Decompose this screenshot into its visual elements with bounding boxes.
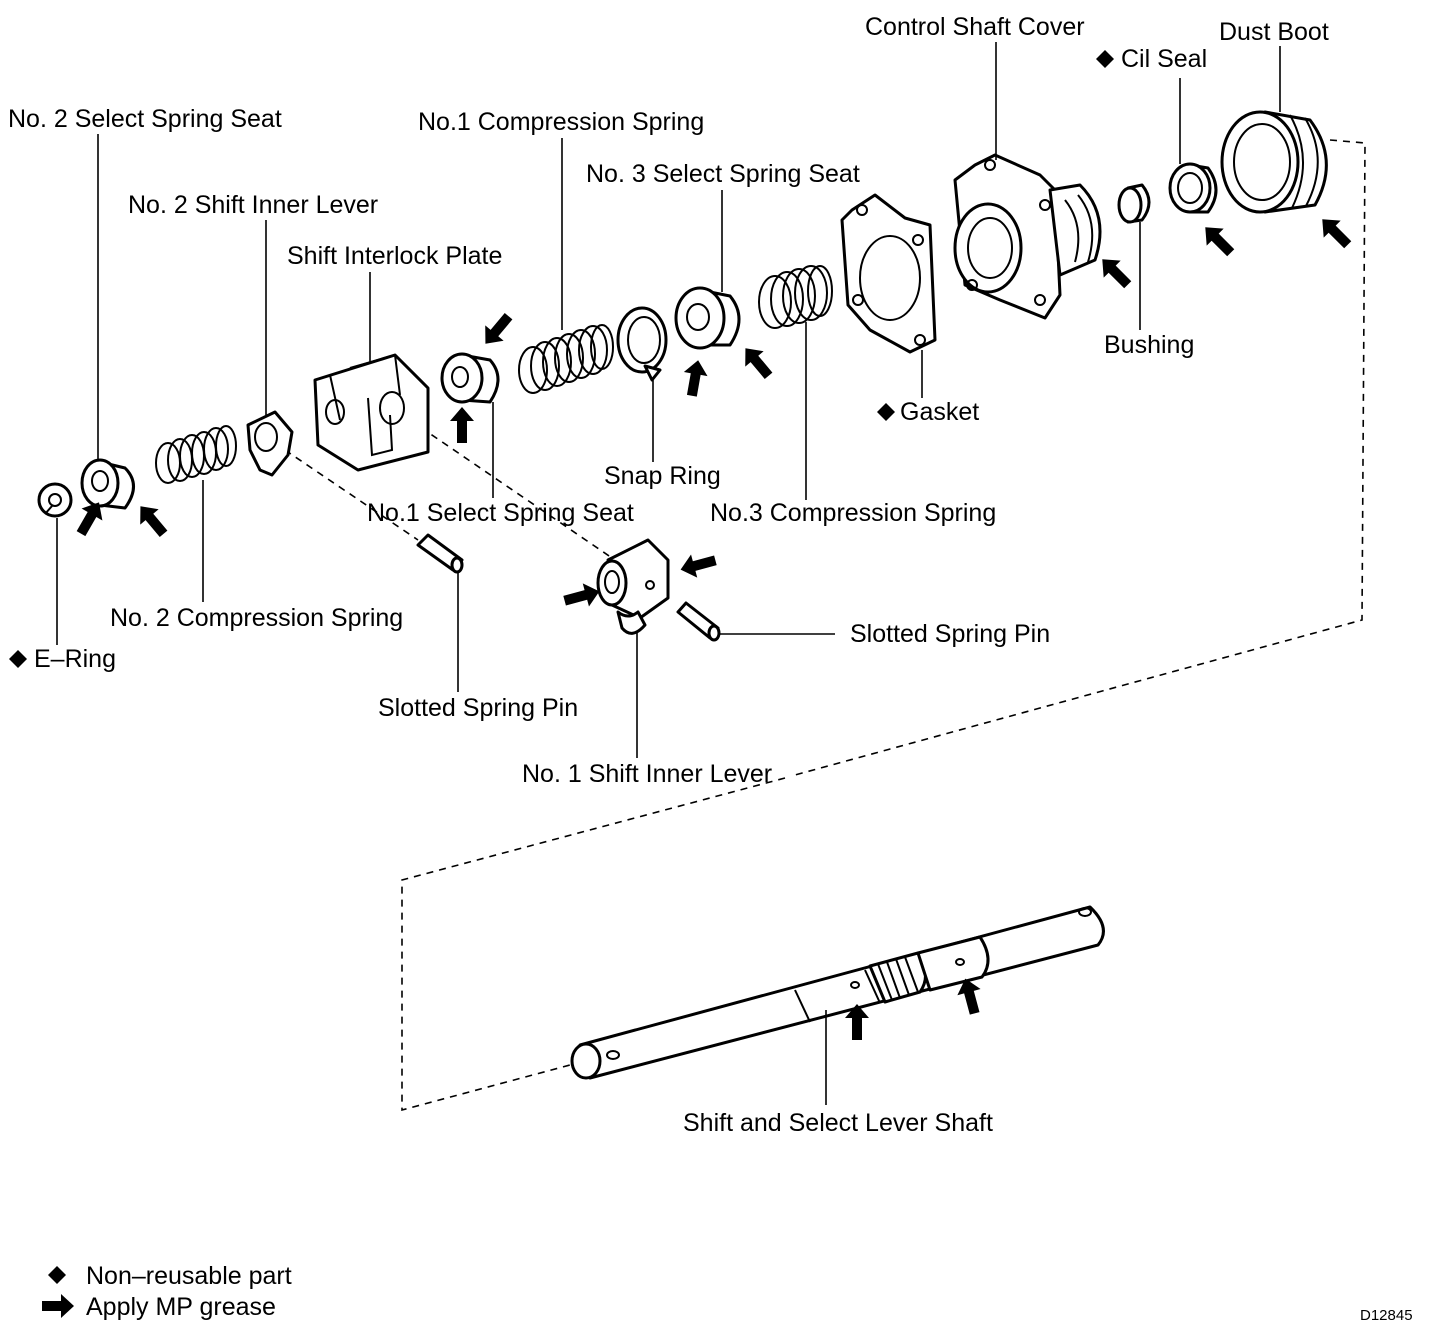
snap-ring-part bbox=[616, 306, 668, 382]
legend-non-reusable: Non–reusable part bbox=[86, 1262, 292, 1290]
no2-compression-spring-part bbox=[155, 425, 237, 484]
label-no2-select-spring-seat: No. 2 Select Spring Seat bbox=[8, 105, 282, 133]
grease-arrow-icon bbox=[76, 502, 103, 537]
no2-select-spring-seat-part bbox=[80, 458, 135, 510]
grease-arrow-icon bbox=[680, 554, 717, 578]
shift-interlock-plate-part bbox=[313, 353, 430, 472]
diamond-icon bbox=[877, 403, 895, 421]
label-no2-shift-inner-lever: No. 2 Shift Inner Lever bbox=[128, 191, 378, 219]
no3-select-spring-seat-part bbox=[674, 286, 741, 350]
grease-arrow-icon bbox=[485, 312, 513, 344]
label-no3-compression-spring: No.3 Compression Spring bbox=[710, 499, 996, 527]
grease-arrow-icon bbox=[957, 978, 981, 1015]
legend: Non–reusable part Apply MP grease bbox=[42, 1262, 292, 1321]
diamond-icon bbox=[1096, 50, 1114, 68]
label-snap-ring: Snap Ring bbox=[604, 462, 721, 490]
dashed-guides bbox=[284, 139, 1366, 1112]
grease-arrow-icon bbox=[1102, 259, 1132, 289]
label-no1-compression-spring: No.1 Compression Spring bbox=[418, 108, 704, 136]
label-no1-select-spring-seat: No.1 Select Spring Seat bbox=[367, 499, 634, 527]
dust-boot-part bbox=[1220, 110, 1328, 214]
no2-shift-inner-lever-part bbox=[246, 410, 294, 477]
oil-seal-part bbox=[1168, 162, 1218, 214]
grease-arrow-icon bbox=[845, 1004, 869, 1040]
legend-apply-grease: Apply MP grease bbox=[86, 1293, 276, 1321]
gasket-part bbox=[840, 193, 937, 354]
label-shift-interlock-plate: Shift Interlock Plate bbox=[287, 242, 502, 270]
label-shift-select-lever-shaft: Shift and Select Lever Shaft bbox=[683, 1109, 993, 1137]
grease-arrow-icon bbox=[450, 407, 474, 443]
control-shaft-cover-part bbox=[953, 153, 1102, 320]
diagram-code: D12845 bbox=[1360, 1307, 1413, 1324]
label-no2-compression-spring: No. 2 Compression Spring bbox=[110, 604, 403, 632]
no1-shift-inner-lever-part bbox=[596, 538, 670, 635]
label-e-ring: E–Ring bbox=[34, 645, 116, 673]
label-no3-select-spring-seat: No. 3 Select Spring Seat bbox=[586, 160, 860, 188]
slotted-spring-pin-left-part bbox=[416, 533, 464, 574]
diamond-icon bbox=[9, 650, 27, 668]
label-slotted-spring-pin-right: Slotted Spring Pin bbox=[850, 620, 1050, 648]
grease-arrows bbox=[76, 219, 1352, 1040]
leader-lines bbox=[56, 42, 1281, 1105]
grease-arrow-icon bbox=[1205, 227, 1235, 257]
grease-arrow-icon bbox=[683, 360, 708, 397]
grease-arrow-icon bbox=[42, 1294, 74, 1318]
label-slotted-spring-pin-left: Slotted Spring Pin bbox=[378, 694, 578, 722]
label-dust-boot: Dust Boot bbox=[1219, 18, 1329, 46]
label-gasket: Gasket bbox=[900, 398, 979, 426]
label-control-shaft-cover: Control Shaft Cover bbox=[865, 13, 1085, 41]
grease-arrow-icon bbox=[745, 348, 773, 380]
diamond-icon bbox=[48, 1266, 66, 1284]
grease-arrow-icon bbox=[1322, 219, 1352, 249]
label-bushing: Bushing bbox=[1104, 331, 1194, 359]
grease-arrow-icon bbox=[563, 583, 600, 607]
label-no1-shift-inner-lever: No. 1 Shift Inner Lever bbox=[522, 760, 772, 788]
label-oil-seal: Cil Seal bbox=[1121, 45, 1207, 73]
slotted-spring-pin-right-part bbox=[676, 601, 721, 642]
e-ring-part bbox=[37, 482, 73, 518]
bushing-part bbox=[1117, 183, 1151, 224]
no3-compression-spring-part bbox=[758, 265, 833, 329]
shift-select-lever-shaft-part bbox=[570, 905, 1105, 1080]
no1-select-spring-seat-part bbox=[440, 352, 500, 404]
grease-arrow-icon bbox=[140, 506, 168, 538]
no1-compression-spring-part bbox=[518, 324, 614, 394]
